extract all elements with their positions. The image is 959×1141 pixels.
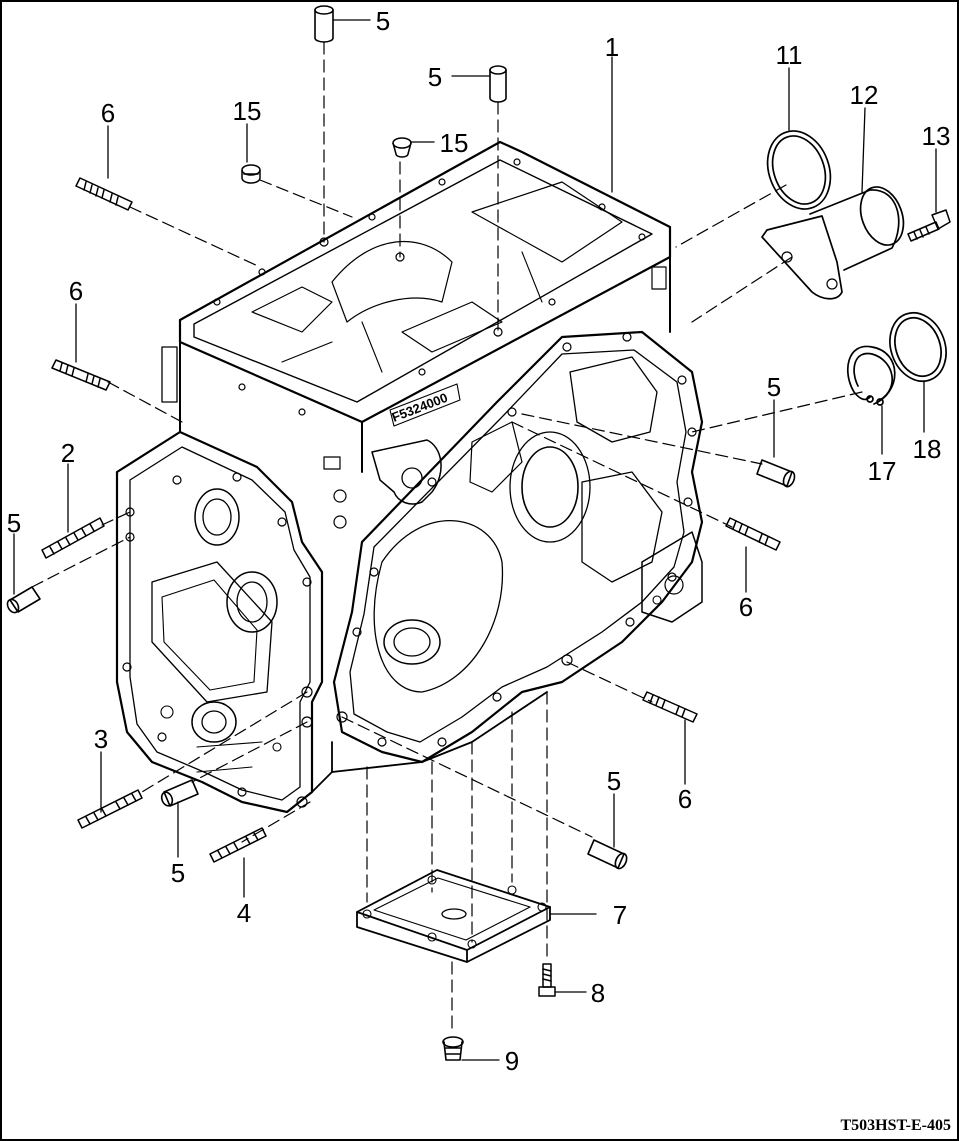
leader-lines [13,19,937,1061]
cover-part-12 [761,186,905,300]
circlip-part-17 [846,345,896,406]
bottom-cover-plate [356,869,551,963]
dowel-pin-right [756,459,796,488]
bolt-part-13 [907,209,951,242]
cast-mark: F5324000 [389,383,461,427]
callout-5-lower-left: 5 [171,858,185,888]
top-flange-holes [213,158,646,416]
front-flange [115,430,324,814]
callout-5-lower-right: 5 [607,766,621,796]
callout-13: 13 [922,121,951,151]
drain-plug-part-9 [442,1036,464,1061]
callout-8: 8 [591,978,605,1008]
callout-11: 11 [776,40,803,70]
bolt-part-8 [538,963,556,997]
transmission-housing: F5324000 [161,140,672,529]
callout-6-mid-left: 6 [69,276,83,306]
callout-15-right: 15 [440,128,469,158]
callout-5-left: 5 [7,508,21,538]
ring-part-18 [889,311,947,383]
stud-part-3 [77,789,143,829]
dowel-pin-lower-left [160,779,199,807]
front-flange-holes [122,472,313,808]
stud-part-2 [41,517,105,559]
callout-5-right: 5 [767,372,781,402]
stud-part-4 [209,827,267,863]
rear-flange-holes [336,332,697,747]
callout-3: 3 [94,724,108,754]
callout-1: 1 [605,32,619,62]
plug-right [392,137,412,158]
stud-top-left [75,177,133,211]
dowel-pin-lower-right [587,839,628,870]
callout-6-right-upper: 6 [739,592,753,622]
dowel-pin-top-left [314,5,334,43]
plug-left [241,164,261,184]
stud-mid-left [51,359,111,391]
stud-right-lower [642,691,698,723]
callout-5-top-left: 5 [376,6,390,36]
callout-labels: 5 5 1 11 12 13 6 15 15 6 5 17 18 2 5 6 3… [7,6,951,1076]
callout-5-top-center: 5 [428,62,442,92]
dowel-pin-top-center [489,65,507,103]
dowel-pin-left [6,586,41,614]
callout-12: 12 [850,80,879,110]
callout-4: 4 [237,898,251,928]
assembly-lines [31,41,863,1033]
callout-17: 17 [868,456,897,486]
stud-right-upper [725,517,781,551]
callout-15-left: 15 [233,96,262,126]
callout-7: 7 [613,900,627,930]
callout-9: 9 [505,1046,519,1076]
callout-6-top-left: 6 [101,98,115,128]
rear-flange [332,330,704,764]
housing-bottom [311,691,548,793]
callout-6-right-lower: 6 [678,784,692,814]
o-ring-part-11 [766,130,832,210]
callout-2: 2 [61,438,75,468]
callout-18: 18 [913,434,942,464]
figure-code: T503HST-E-405 [840,1117,951,1134]
